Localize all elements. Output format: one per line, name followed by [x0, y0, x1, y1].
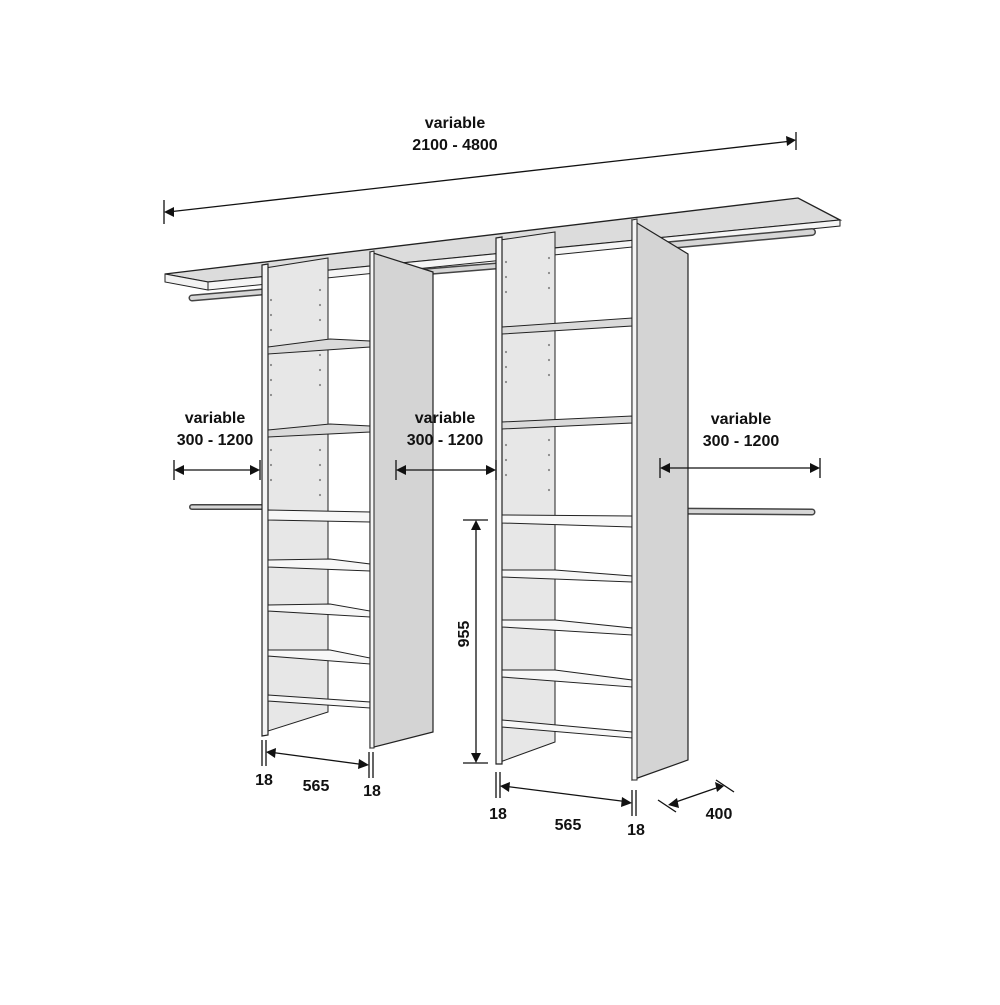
hanging-rods [188, 228, 816, 516]
hang-middle-label: variable 300 - 1200 [380, 408, 510, 452]
hang-middle-title: variable [414, 410, 476, 427]
hang-left-range: 300 - 1200 [176, 432, 254, 449]
peg-holes-right [504, 256, 551, 492]
hang-right-range: 300 - 1200 [702, 433, 780, 450]
drawer-height-label: 955 [456, 620, 473, 648]
hang-right-label: variable 300 - 1200 [676, 409, 806, 453]
hang-right-title: variable [710, 411, 772, 428]
tower-right-panel-a: 18 [489, 806, 507, 823]
depth-label: 400 [705, 806, 733, 823]
tower-left-panel-b: 18 [363, 783, 381, 800]
tower-left-width: 565 [302, 778, 330, 795]
peg-holes-left [269, 288, 322, 497]
dimension-arrowheads [164, 136, 820, 808]
hang-left-label: variable 300 - 1200 [150, 408, 280, 452]
tower-right-panel-b: 18 [627, 822, 645, 839]
tower-right-width: 565 [554, 817, 582, 834]
total-width-range: 2100 - 4800 [412, 137, 498, 154]
hang-left-title: variable [184, 410, 246, 427]
tower-left [261, 250, 434, 749]
tower-right [495, 218, 689, 781]
total-width-label: variable 2100 - 4800 [390, 113, 520, 157]
total-width-title: variable [424, 115, 486, 132]
hang-middle-range: 300 - 1200 [406, 432, 484, 449]
tower-left-panel-a: 18 [255, 772, 273, 789]
